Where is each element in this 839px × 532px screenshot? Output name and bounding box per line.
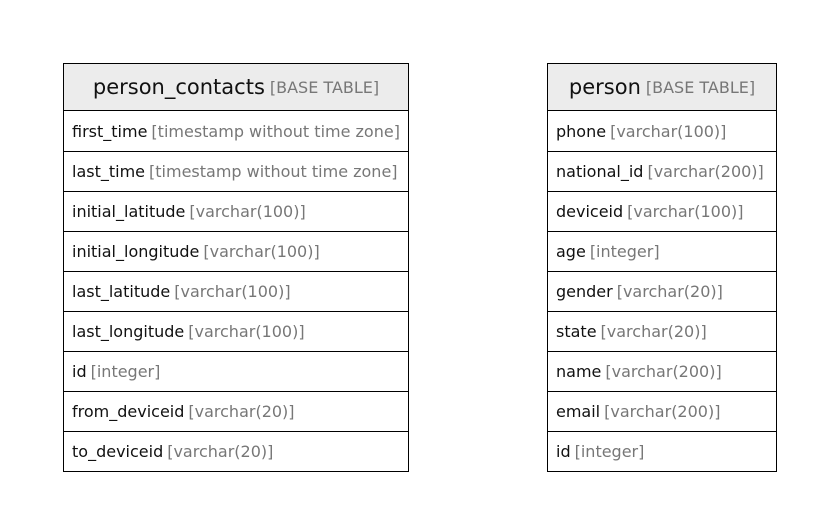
column-name: last_latitude [72, 282, 171, 301]
column-type: [integer] [90, 362, 161, 381]
column-row: first_time [timestamp without time zone] [64, 111, 408, 151]
column-name: to_deviceid [72, 442, 164, 461]
column-type: [timestamp without time zone] [149, 162, 398, 181]
column-name: age [556, 242, 586, 261]
column-type: [varchar(100)] [203, 242, 320, 261]
column-type: [varchar(100)] [610, 121, 727, 141]
column-row: state [varchar(20)] [548, 311, 776, 351]
column-name: initial_latitude [72, 202, 186, 221]
column-type: [integer] [574, 442, 645, 461]
column-row: from_deviceid [varchar(20)] [64, 391, 408, 431]
column-type: [varchar(200)] [604, 402, 721, 421]
table-header: person [BASE TABLE] [548, 64, 776, 111]
column-name: email [556, 402, 601, 421]
column-row: national_id [varchar(200)] [548, 151, 776, 191]
column-type: [varchar(200)] [605, 362, 722, 381]
column-name: gender [556, 282, 613, 301]
column-type: [timestamp without time zone] [151, 121, 400, 141]
column-name: initial_longitude [72, 242, 200, 261]
column-name: id [72, 362, 87, 381]
column-name: phone [556, 121, 607, 141]
column-name: deviceid [556, 202, 624, 221]
column-list: phone [varchar(100)] national_id [varcha… [548, 111, 776, 471]
table-kind: [BASE TABLE] [645, 77, 756, 97]
column-list: first_time [timestamp without time zone]… [64, 111, 408, 471]
column-row: email [varchar(200)] [548, 391, 776, 431]
column-row: id [integer] [548, 431, 776, 471]
column-row: initial_longitude [varchar(100)] [64, 231, 408, 271]
column-type: [varchar(100)] [174, 282, 291, 301]
column-type: [varchar(20)] [188, 402, 295, 421]
column-type: [varchar(200)] [647, 162, 764, 181]
column-name: last_time [72, 162, 146, 181]
column-type: [integer] [589, 242, 660, 261]
table-person: person [BASE TABLE] phone [varchar(100)]… [547, 63, 777, 472]
column-row: gender [varchar(20)] [548, 271, 776, 311]
table-person-contacts: person_contacts [BASE TABLE] first_time … [63, 63, 409, 472]
column-type: [varchar(100)] [627, 202, 744, 221]
column-row: deviceid [varchar(100)] [548, 191, 776, 231]
column-type: [varchar(100)] [188, 322, 305, 341]
column-row: last_time [timestamp without time zone] [64, 151, 408, 191]
column-row: name [varchar(200)] [548, 351, 776, 391]
column-row: age [integer] [548, 231, 776, 271]
column-row: last_latitude [varchar(100)] [64, 271, 408, 311]
column-name: id [556, 442, 571, 461]
column-name: first_time [72, 121, 148, 141]
column-row: last_longitude [varchar(100)] [64, 311, 408, 351]
table-kind: [BASE TABLE] [269, 77, 380, 97]
column-row: initial_latitude [varchar(100)] [64, 191, 408, 231]
column-row: to_deviceid [varchar(20)] [64, 431, 408, 471]
column-name: from_deviceid [72, 402, 185, 421]
column-row: id [integer] [64, 351, 408, 391]
column-type: [varchar(20)] [167, 442, 274, 461]
column-name: national_id [556, 162, 644, 181]
table-name: person [568, 75, 641, 99]
column-name: last_longitude [72, 322, 185, 341]
column-type: [varchar(100)] [189, 202, 306, 221]
column-type: [varchar(20)] [616, 282, 723, 301]
column-name: name [556, 362, 602, 381]
column-type: [varchar(20)] [600, 322, 707, 341]
table-header: person_contacts [BASE TABLE] [64, 64, 408, 111]
column-row: phone [varchar(100)] [548, 111, 776, 151]
table-name: person_contacts [92, 75, 265, 99]
column-name: state [556, 322, 597, 341]
